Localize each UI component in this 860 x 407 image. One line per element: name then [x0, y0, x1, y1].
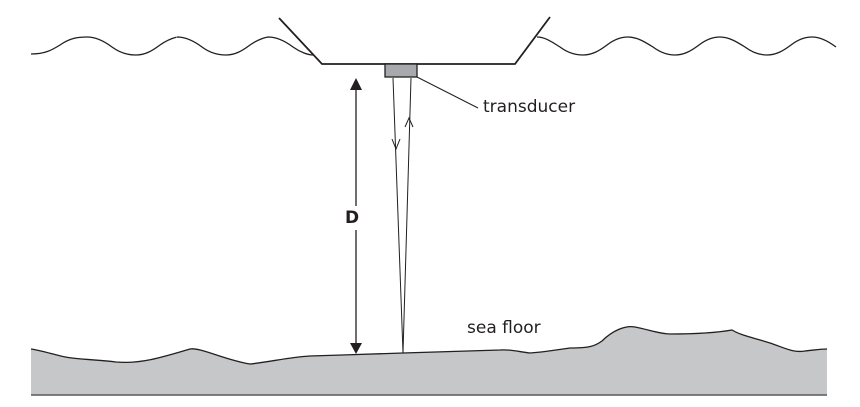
- reflected-pulse-line: [402, 77, 412, 354]
- sea-surface-left: [30, 36, 314, 56]
- sea-floor-profile: [30, 325, 828, 365]
- depth-arrow-bottom-head: [350, 343, 362, 354]
- sea-surface-right: [536, 36, 837, 56]
- sea-floor-label: sea floor: [467, 318, 541, 338]
- reflected-pulse-arrowhead: [404, 116, 414, 128]
- transducer-leader-line: [416, 76, 479, 109]
- depth-label: D: [345, 206, 360, 230]
- ship-hull: [278, 16, 551, 65]
- transducer-box: [384, 63, 418, 78]
- sea-floor-fill: [31, 326, 827, 395]
- downward-pulse-line: [392, 77, 404, 354]
- downward-pulse-arrowhead: [391, 138, 401, 151]
- depth-arrow-top-head: [350, 78, 362, 90]
- transducer-label: transducer: [483, 97, 576, 117]
